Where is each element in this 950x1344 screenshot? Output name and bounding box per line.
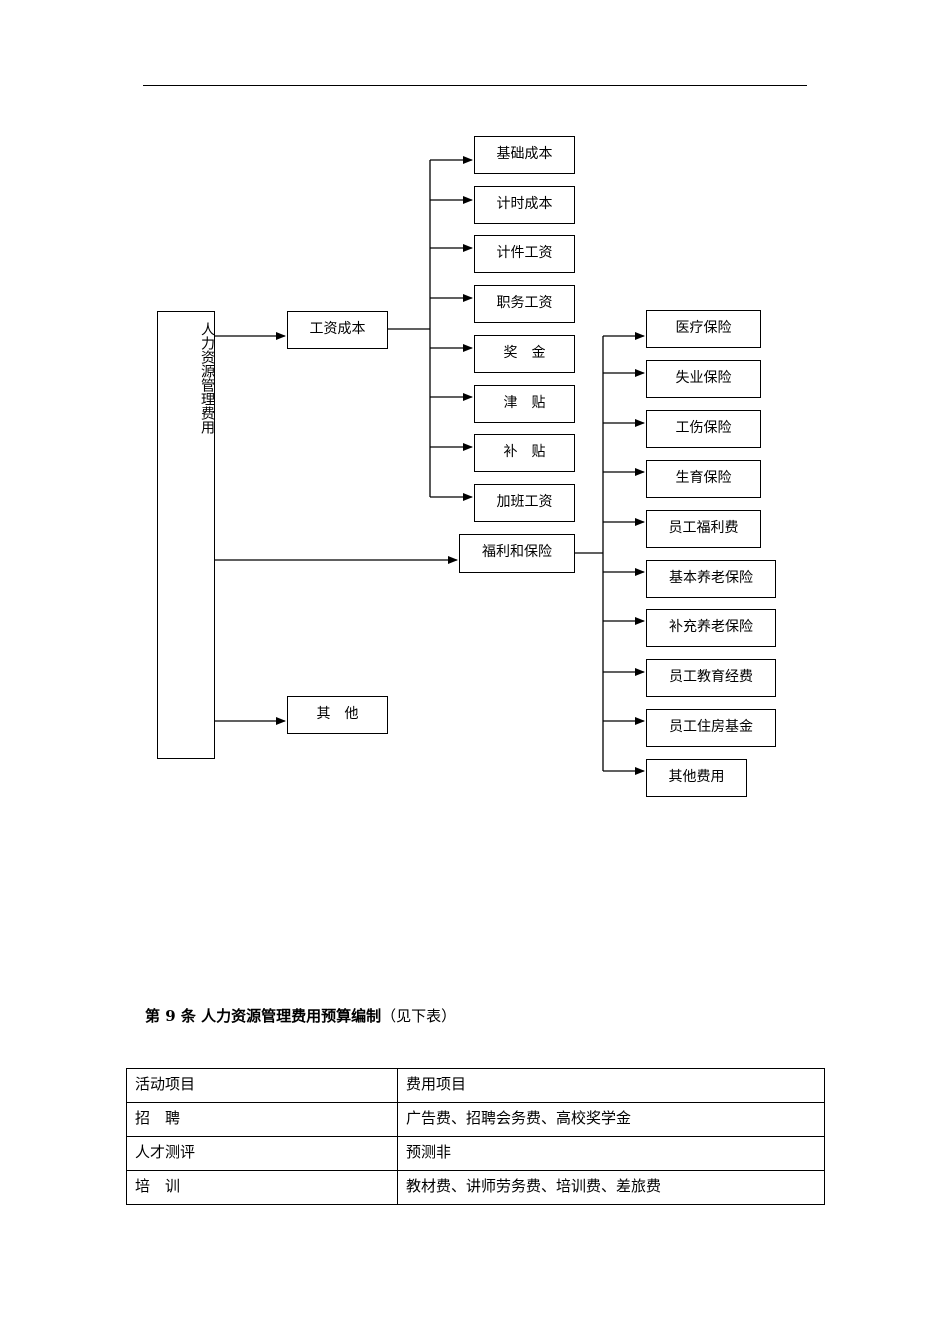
wage-item: 津 贴 bbox=[474, 385, 575, 423]
node-welfare-insurance-label: 福利和保险 bbox=[482, 544, 552, 560]
wage-item-label: 计件工资 bbox=[496, 245, 553, 261]
wage-item: 计时成本 bbox=[474, 186, 575, 224]
root-node: 人力资源管理费用 bbox=[157, 311, 215, 759]
section-heading-title: 第 9 条 人力资源管理费用预算编制 bbox=[145, 1007, 382, 1025]
node-wage-cost: 工资成本 bbox=[287, 311, 388, 349]
welfare-item: 医疗保险 bbox=[646, 310, 761, 348]
table-cell: 广告费、招聘会务费、高校奖学金 bbox=[397, 1102, 825, 1137]
welfare-item-label: 医疗保险 bbox=[675, 320, 732, 336]
welfare-item-label: 其他费用 bbox=[668, 769, 725, 785]
wage-item: 基础成本 bbox=[474, 136, 575, 174]
table-row: 招 聘 广告费、招聘会务费、高校奖学金 bbox=[126, 1102, 825, 1137]
wage-item: 计件工资 bbox=[474, 235, 575, 273]
welfare-item: 失业保险 bbox=[646, 360, 761, 398]
node-other: 其 他 bbox=[287, 696, 388, 734]
table-cell: 招 聘 bbox=[126, 1102, 398, 1137]
welfare-item-label: 员工福利费 bbox=[668, 520, 739, 536]
node-welfare-insurance: 福利和保险 bbox=[459, 534, 575, 573]
wage-item: 职务工资 bbox=[474, 285, 575, 323]
wage-item-label: 职务工资 bbox=[496, 295, 553, 311]
welfare-item: 员工福利费 bbox=[646, 510, 761, 548]
table-header-cell: 费用项目 bbox=[397, 1068, 825, 1103]
table-cell: 人才测评 bbox=[126, 1136, 398, 1171]
table-header-cell: 活动项目 bbox=[126, 1068, 398, 1103]
wage-item-label: 加班工资 bbox=[496, 494, 553, 510]
node-wage-cost-label: 工资成本 bbox=[309, 321, 366, 337]
root-node-label: 人力资源管理费用 bbox=[199, 322, 215, 434]
welfare-item-label: 基本养老保险 bbox=[669, 570, 753, 586]
welfare-item: 其他费用 bbox=[646, 759, 747, 797]
welfare-item: 生育保险 bbox=[646, 460, 761, 498]
welfare-item: 员工住房基金 bbox=[646, 709, 776, 747]
table-cell: 培 训 bbox=[126, 1170, 398, 1205]
table-cell: 教材费、讲师劳务费、培训费、差旅费 bbox=[397, 1170, 825, 1205]
table-row: 培 训 教材费、讲师劳务费、培训费、差旅费 bbox=[126, 1170, 825, 1205]
wage-item-label: 津 贴 bbox=[503, 395, 546, 411]
node-other-label: 其 他 bbox=[316, 706, 359, 722]
section-heading-note: （见下表） bbox=[381, 1007, 457, 1025]
wage-item: 补 贴 bbox=[474, 434, 575, 472]
budget-table: 活动项目 费用项目 招 聘 广告费、招聘会务费、高校奖学金 人才测评 预测非 培… bbox=[126, 1068, 825, 1205]
welfare-item-label: 补充养老保险 bbox=[669, 619, 753, 635]
wage-item: 奖 金 bbox=[474, 335, 575, 373]
table-cell: 预测非 bbox=[397, 1136, 825, 1171]
welfare-item-label: 失业保险 bbox=[675, 370, 732, 386]
welfare-item-label: 员工教育经费 bbox=[669, 669, 753, 685]
welfare-item-label: 工伤保险 bbox=[675, 420, 732, 436]
welfare-item: 工伤保险 bbox=[646, 410, 761, 448]
welfare-item: 员工教育经费 bbox=[646, 659, 776, 697]
welfare-item: 基本养老保险 bbox=[646, 560, 776, 598]
welfare-item-label: 员工住房基金 bbox=[669, 719, 753, 735]
wage-item-label: 基础成本 bbox=[496, 146, 553, 162]
welfare-item-label: 生育保险 bbox=[675, 470, 732, 486]
wage-item-label: 补 贴 bbox=[503, 444, 546, 460]
wage-item-label: 奖 金 bbox=[503, 345, 546, 361]
section-heading: 第 9 条 人力资源管理费用预算编制（见下表） bbox=[145, 1005, 456, 1026]
welfare-item: 补充养老保险 bbox=[646, 609, 776, 647]
wage-item-label: 计时成本 bbox=[496, 196, 553, 212]
header-rule bbox=[143, 85, 807, 86]
table-row: 人才测评 预测非 bbox=[126, 1136, 825, 1171]
table-header-row: 活动项目 费用项目 bbox=[126, 1068, 825, 1103]
wage-item: 加班工资 bbox=[474, 484, 575, 522]
